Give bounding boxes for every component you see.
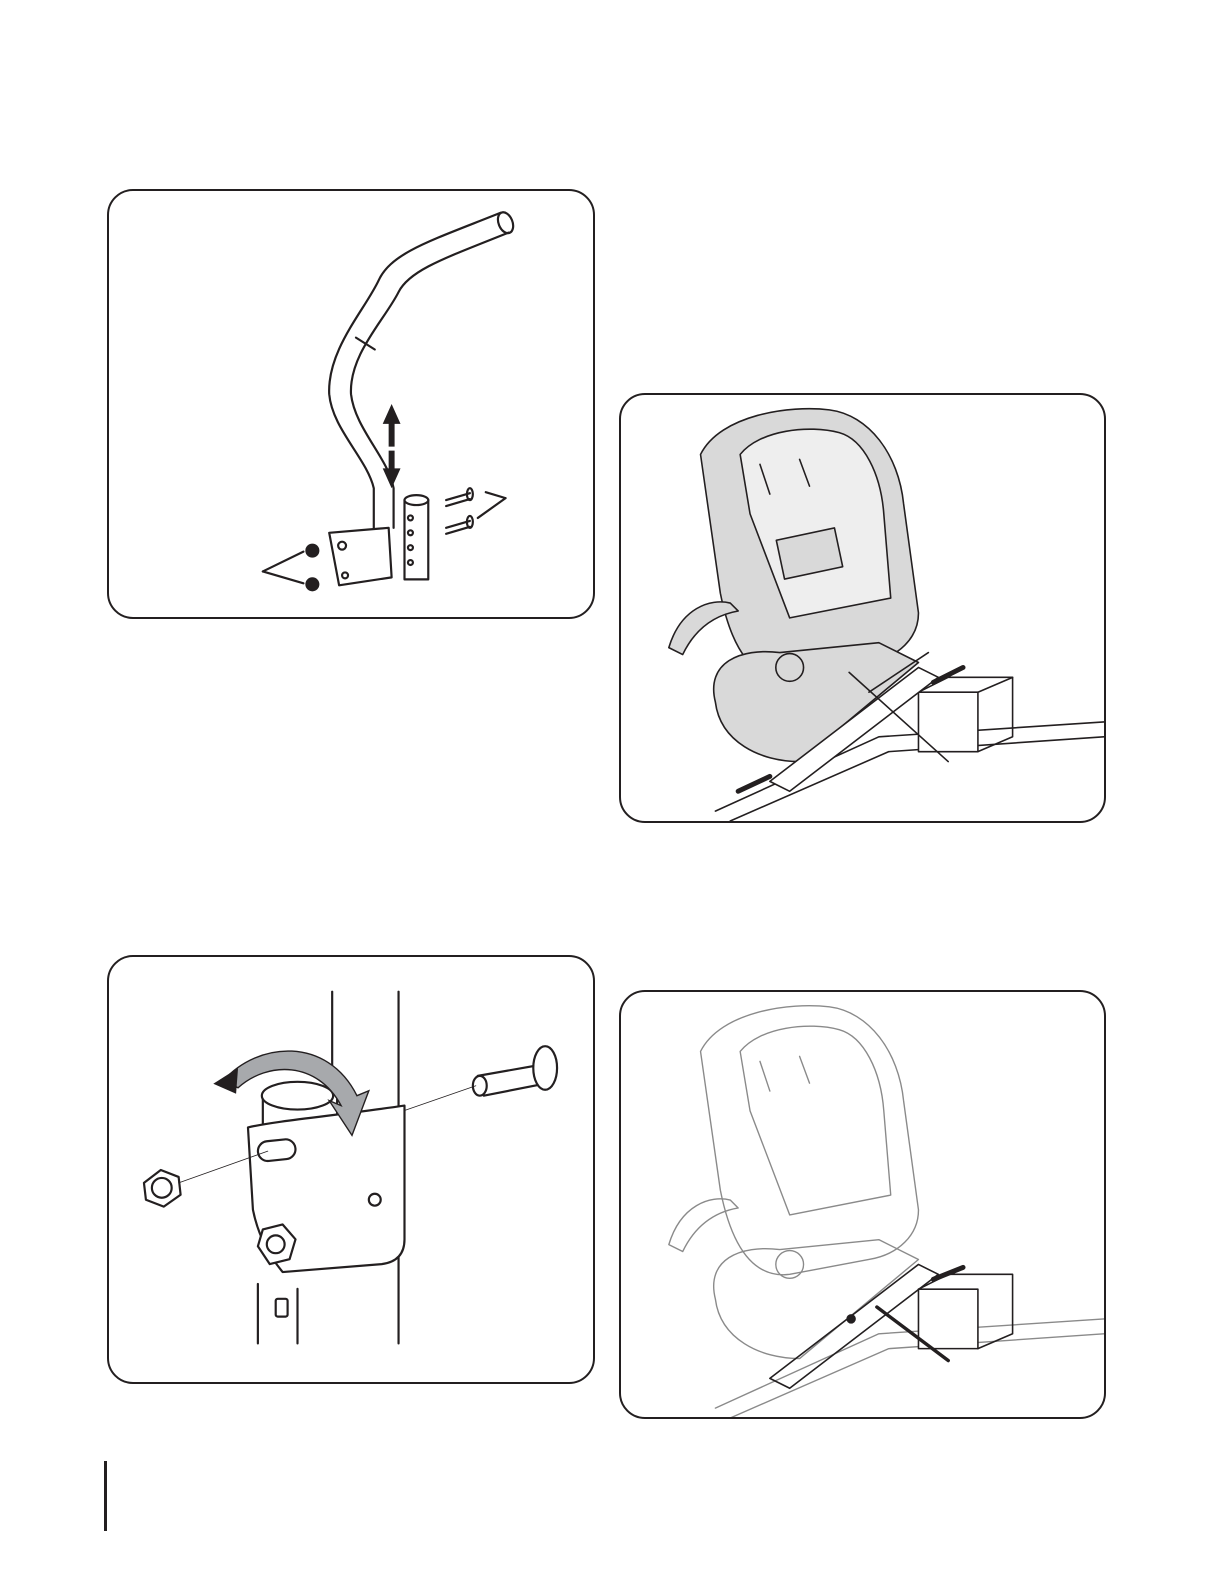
page-margin-rule <box>104 1461 107 1531</box>
figure-handle-adjust <box>107 189 595 619</box>
bracket-rotation-illustration <box>109 957 593 1382</box>
figure-seat-tilt-bolts <box>619 393 1106 823</box>
seat-support-rod-illustration <box>621 992 1104 1417</box>
figure-seat-tilt-rod <box>619 990 1106 1419</box>
seat-pivot-bolts-illustration <box>621 395 1104 821</box>
handle-height-adjust-illustration <box>109 191 593 617</box>
figure-bracket-rotate <box>107 955 595 1384</box>
